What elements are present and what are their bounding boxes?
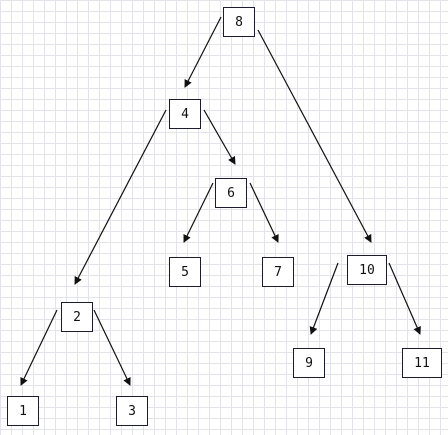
node-2: 2 (61, 302, 93, 332)
node-7: 7 (262, 257, 294, 287)
node-1: 1 (7, 396, 39, 426)
node-6: 6 (215, 178, 247, 208)
node-8: 8 (223, 7, 255, 37)
node-11: 11 (402, 348, 442, 378)
node-3: 3 (116, 396, 148, 426)
edge-8-4 (184, 16, 222, 88)
edge-2-1 (20, 309, 58, 386)
edge-2-3 (93, 309, 131, 386)
edge-6-7 (249, 182, 279, 243)
node-9: 9 (293, 348, 325, 378)
edge-6-5 (183, 182, 214, 243)
edge-10-9 (309, 262, 339, 335)
edges-group (20, 16, 421, 386)
node-5: 5 (169, 257, 201, 287)
node-10: 10 (347, 255, 387, 285)
edge-4-6 (203, 109, 236, 165)
node-4: 4 (169, 99, 201, 129)
edge-10-11 (388, 262, 421, 335)
edge-4-2 (74, 109, 167, 285)
edge-8-10 (257, 29, 372, 243)
